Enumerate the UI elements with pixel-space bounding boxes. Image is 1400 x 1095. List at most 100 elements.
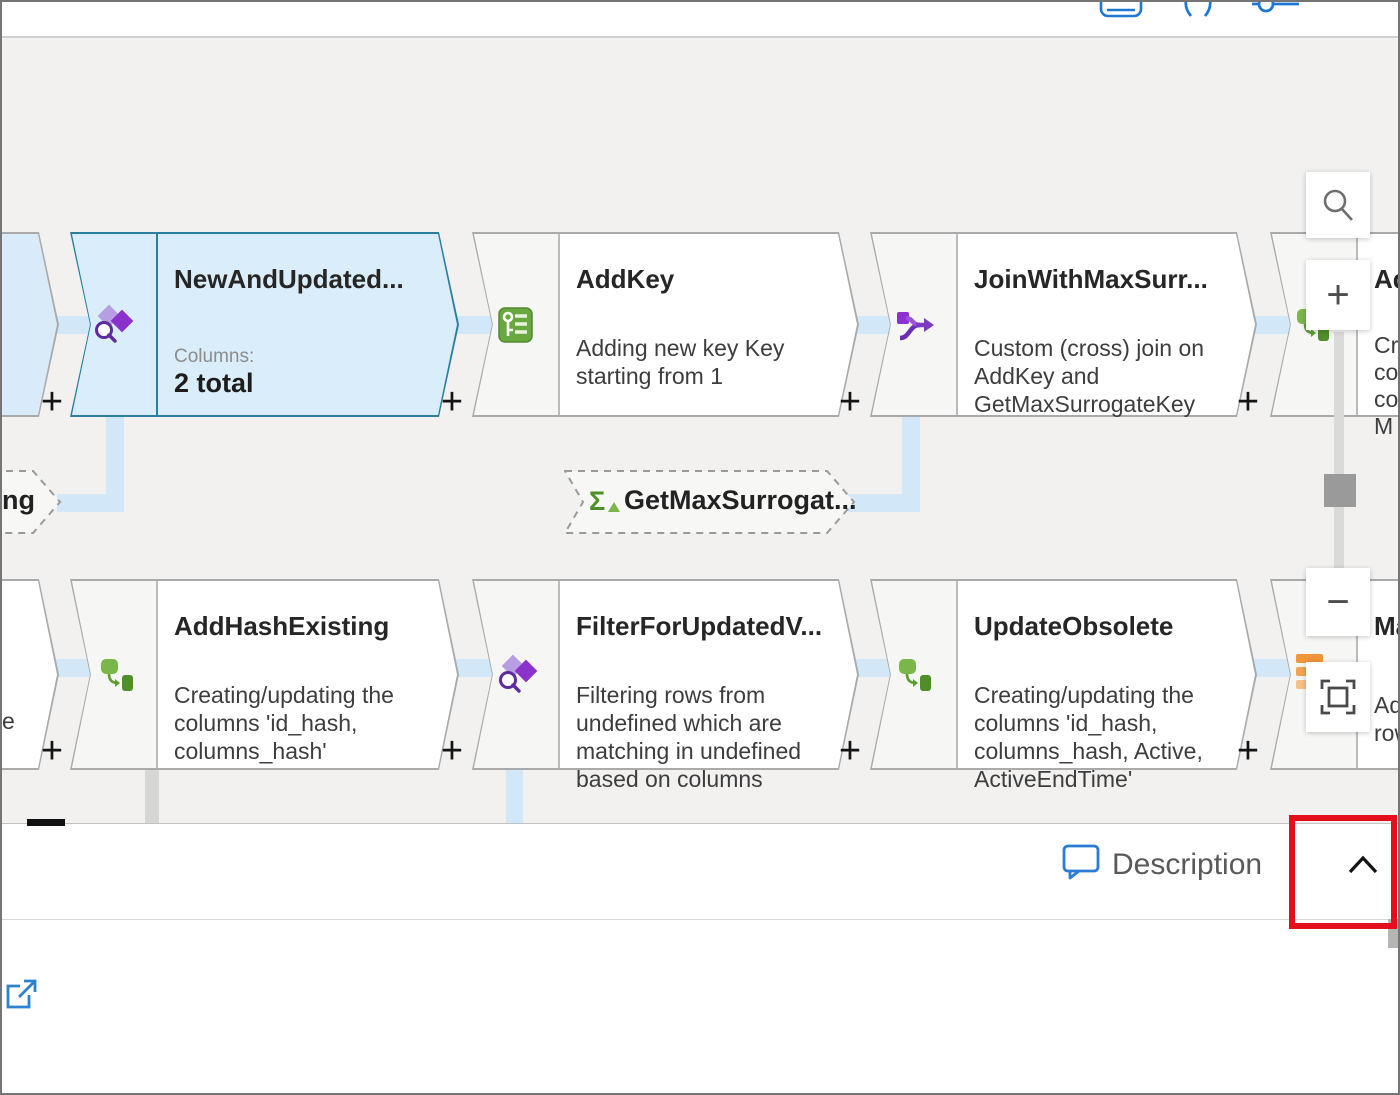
node-partial-left-bottom[interactable]: e	[2, 579, 59, 770]
node-title: AddHashExisting	[174, 611, 390, 641]
node-description-fragment: e	[2, 707, 15, 735]
derived-column-icon	[101, 658, 133, 691]
fit-to-screen-icon	[1320, 679, 1356, 715]
reference-node-left[interactable]: ng	[2, 470, 62, 534]
desc-line: columns_hash'	[174, 738, 327, 764]
desc-line: M	[1374, 413, 1394, 439]
add-transform-button[interactable]: +	[40, 730, 64, 772]
dashed-node-shape	[2, 470, 62, 534]
desc-line: columns 'id_hash,	[974, 710, 1158, 736]
join-transform-icon	[897, 311, 934, 340]
node-title: AddKey	[576, 264, 675, 294]
desc-line: AddKey and	[974, 363, 1100, 389]
zoom-out-button[interactable]: −	[1306, 568, 1370, 636]
node-description: Custom (cross) join on AddKey and GetMax…	[974, 334, 1204, 418]
node-addhashexisting[interactable]: AddHashExisting Creating/updating the co…	[70, 579, 459, 770]
node-divider	[558, 581, 560, 768]
parentheses-icon[interactable]	[1178, 2, 1218, 22]
node-title: Ad	[1374, 264, 1398, 294]
node-description: Creating/updating the columns 'id_hash, …	[174, 681, 394, 765]
desc-line: ActiveEndTime'	[974, 766, 1133, 792]
plus-icon: +	[1326, 273, 1350, 317]
exists-transform-icon	[95, 304, 134, 343]
aggregate-triangle-icon	[608, 502, 620, 512]
desc-line: based on columns	[576, 766, 763, 792]
node-description: Ad row	[1374, 691, 1398, 747]
surrogate-key-icon	[498, 306, 533, 343]
node-description: Adding new key Key starting from 1	[576, 334, 784, 390]
dashed-node-shape	[563, 470, 856, 534]
reference-node-label: ng	[2, 485, 35, 515]
node-title: FilterForUpdatedV...	[576, 611, 823, 641]
zoom-in-button[interactable]: +	[1306, 260, 1370, 330]
add-transform-button[interactable]: +	[40, 381, 64, 423]
add-transform-button[interactable]: +	[838, 730, 862, 772]
minus-icon: −	[1326, 580, 1350, 624]
derived-column-icon	[899, 658, 931, 691]
columns-value: 2 total	[174, 368, 254, 398]
node-divider	[558, 234, 560, 415]
zoom-slider-thumb[interactable]	[1324, 474, 1356, 507]
add-transform-button[interactable]: +	[440, 381, 464, 423]
description-bar: Description	[2, 824, 1398, 920]
desc-line: starting from 1	[576, 363, 723, 389]
desc-line: Ad	[1374, 692, 1398, 718]
node-joinwithmaxsurr[interactable]: JoinWithMaxSurr... Custom (cross) join o…	[870, 232, 1257, 417]
node-title: NewAndUpdated...	[174, 264, 404, 294]
node-divider	[156, 234, 158, 415]
desc-line: GetMaxSurrogateKey	[974, 391, 1196, 417]
node-updateobsolete[interactable]: UpdateObsolete Creating/updating the col…	[870, 579, 1257, 792]
toggle-slider-icon[interactable]	[1250, 2, 1302, 21]
node-description: Cre col col M	[1374, 332, 1398, 440]
desc-line: columns 'id_hash,	[174, 710, 358, 736]
node-title: JoinWithMaxSurr...	[974, 264, 1208, 294]
comment-bubble-icon	[1062, 844, 1100, 880]
panel-resize-handle[interactable]	[27, 819, 65, 826]
add-transform-button[interactable]: +	[1236, 381, 1260, 423]
node-partial-left-top[interactable]	[2, 232, 59, 417]
aggregate-sigma-icon: Σ	[589, 486, 606, 516]
reference-node-getmaxsurrogate[interactable]: Σ GetMaxSurrogat...	[563, 470, 857, 534]
search-button[interactable]	[1306, 172, 1370, 238]
connector-below-filter	[506, 770, 523, 823]
desc-line: Creating/updating the	[974, 682, 1194, 708]
add-transform-button[interactable]: +	[440, 730, 464, 772]
desc-line: col	[1374, 386, 1398, 412]
annotation-red-box	[1289, 815, 1397, 929]
desc-line: columns_hash, Active,	[974, 738, 1203, 764]
desc-line: row	[1374, 720, 1398, 746]
node-title: Ma	[1374, 611, 1398, 641]
card-icon[interactable]	[1097, 2, 1145, 22]
connector-elbow-left-vertical	[106, 417, 124, 512]
open-in-new-window-icon[interactable]	[4, 978, 38, 1012]
fit-to-screen-button[interactable]	[1306, 662, 1370, 732]
chevron-up-icon[interactable]	[1346, 852, 1380, 878]
add-transform-button[interactable]: +	[1236, 730, 1260, 772]
reference-node-label: GetMaxSurrogat...	[624, 485, 857, 515]
add-transform-button[interactable]: +	[838, 381, 862, 423]
zoom-slider-track[interactable]	[1334, 332, 1344, 570]
description-label: Description	[1112, 848, 1263, 881]
node-title: UpdateObsolete	[974, 611, 1174, 641]
desc-line: Filtering rows from	[576, 682, 766, 708]
columns-label: Columns:	[174, 346, 255, 367]
dataflow-canvas[interactable]: NewAndUpdated... Columns: 2 total AddKey…	[2, 38, 1398, 823]
node-divider	[956, 234, 958, 415]
bottom-panel: Description	[2, 823, 1398, 1093]
connector-elbow-left-horizontal	[57, 494, 124, 512]
desc-line: Adding new key Key	[576, 335, 785, 361]
search-icon	[1323, 189, 1353, 221]
node-divider	[956, 581, 958, 768]
desc-line: e	[2, 708, 15, 734]
node-description: Filtering rows from undefined which are …	[576, 681, 801, 793]
desc-line: undefined which are	[576, 710, 782, 736]
node-newandupdated[interactable]: NewAndUpdated... Columns: 2 total	[70, 232, 459, 417]
exists-transform-icon	[499, 654, 538, 693]
node-filterforupdated[interactable]: FilterForUpdatedV... Filtering rows from…	[472, 579, 859, 792]
node-divider	[156, 581, 158, 768]
desc-line: Creating/updating the	[174, 682, 394, 708]
node-addkey[interactable]: AddKey Adding new key Key starting from …	[472, 232, 859, 417]
panel-scrollbar[interactable]	[1388, 919, 1398, 948]
top-toolbar	[2, 2, 1398, 38]
